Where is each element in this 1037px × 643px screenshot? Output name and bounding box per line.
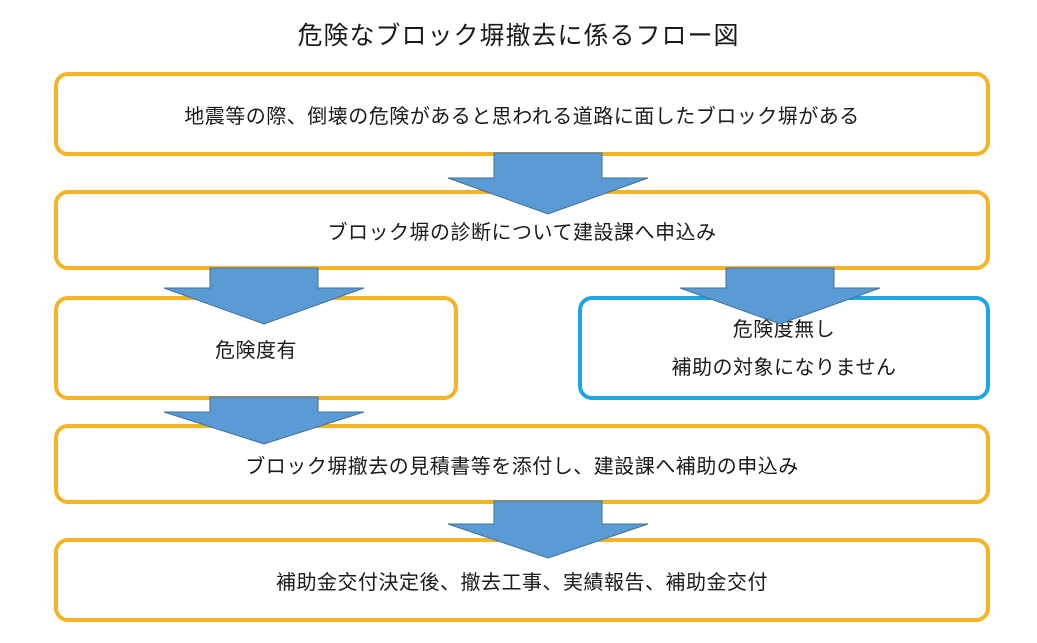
step-text-not-eligible: 補助の対象になりません — [671, 355, 897, 379]
step-box-subsidy-grant: 補助金交付決定後、撤去工事、実績報告、補助金交付 — [54, 538, 990, 622]
step-box-danger-yes: 危険度有 — [54, 296, 458, 400]
diagram-title: 危険なブロック塀撤去に係るフロー図 — [297, 21, 740, 50]
step-box-wall-exists: 地震等の際、倒壊の危険があると思われる道路に面したブロック塀がある — [54, 72, 990, 156]
step-text-danger-no: 危険度無し — [732, 317, 836, 341]
step-text-subsidy-application: ブロック塀撤去の見積書等を添付し、建設課へ補助の申込み — [245, 453, 799, 478]
step-box-subsidy-application: ブロック塀撤去の見積書等を添付し、建設課へ補助の申込み — [54, 424, 990, 504]
step-box-diagnosis-application: ブロック塀の診断について建設課へ申込み — [54, 190, 990, 270]
step-text-danger-yes: 危険度有 — [215, 337, 297, 362]
step-text-diagnosis-application: ブロック塀の診断について建設課へ申込み — [327, 219, 717, 244]
step-text-subsidy-grant: 補助金交付決定後、撤去工事、実績報告、補助金交付 — [276, 569, 768, 594]
step-text-wall-exists: 地震等の際、倒壊の危険があると思われる道路に面したブロック塀がある — [184, 103, 860, 128]
step-box-danger-no: 危険度無し 補助の対象になりません — [578, 296, 990, 400]
